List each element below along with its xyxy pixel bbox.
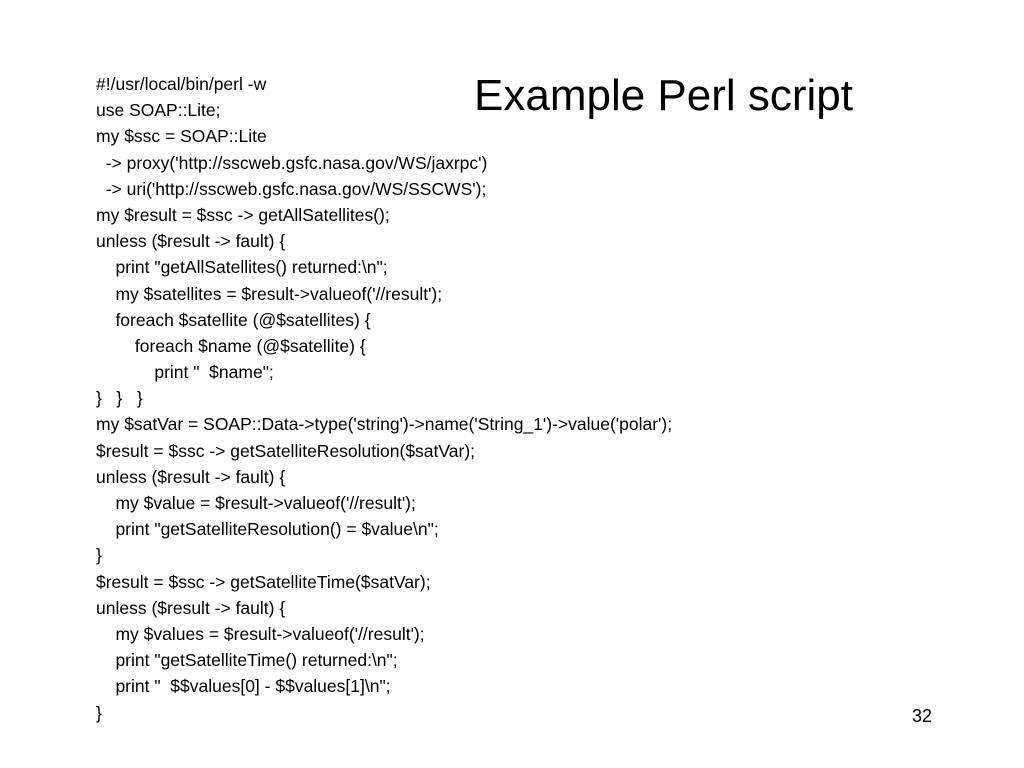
code-line: -> proxy('http://sscweb.gsfc.nasa.gov/WS… (96, 152, 488, 173)
code-line: my $satellites = $result->valueof('//res… (96, 283, 443, 304)
code-line: print "getAllSatellites() returned:\n"; (96, 257, 388, 278)
perl-code-block: #!/usr/local/bin/perl -w use SOAP::Lite;… (96, 71, 672, 726)
code-line: -> uri('http://sscweb.gsfc.nasa.gov/WS/S… (96, 178, 487, 199)
code-line: print " $name"; (96, 362, 274, 383)
code-line: foreach $satellite (@$satellites) { (96, 309, 371, 330)
code-line: $result = $ssc -> getSatelliteTime($satV… (96, 571, 431, 592)
page-number: 32 (912, 706, 933, 726)
code-line: } (96, 545, 102, 566)
code-line: $result = $ssc -> getSatelliteResolution… (96, 440, 476, 461)
code-line: } } } (96, 388, 143, 409)
code-line: #!/usr/local/bin/perl -w (96, 74, 267, 94)
code-line: my $ssc = SOAP::Lite (96, 126, 267, 147)
slide-title: Example Perl script (474, 71, 854, 120)
code-line: print " $$values[0] - $$values[1]\n"; (96, 676, 391, 697)
code-line: print "getSatelliteResolution() = $value… (96, 519, 439, 540)
code-line: foreach $name (@$satellite) { (96, 335, 366, 356)
code-line: print "getSatelliteTime() returned:\n"; (96, 650, 398, 671)
code-line: my $value = $result->valueof('//result')… (96, 493, 416, 513)
code-line: unless ($result -> fault) { (96, 231, 286, 252)
code-line: my $values = $result->valueof('//result'… (96, 623, 425, 644)
code-line: } (96, 702, 102, 723)
code-line: unless ($result -> fault) { (96, 466, 286, 487)
code-line: my $satVar = SOAP::Data->type('string')-… (96, 414, 673, 435)
code-line: my $result = $ssc -> getAllSatellites(); (96, 204, 390, 225)
code-line: unless ($result -> fault) { (96, 597, 286, 618)
code-line: use SOAP::Lite; (96, 100, 221, 121)
